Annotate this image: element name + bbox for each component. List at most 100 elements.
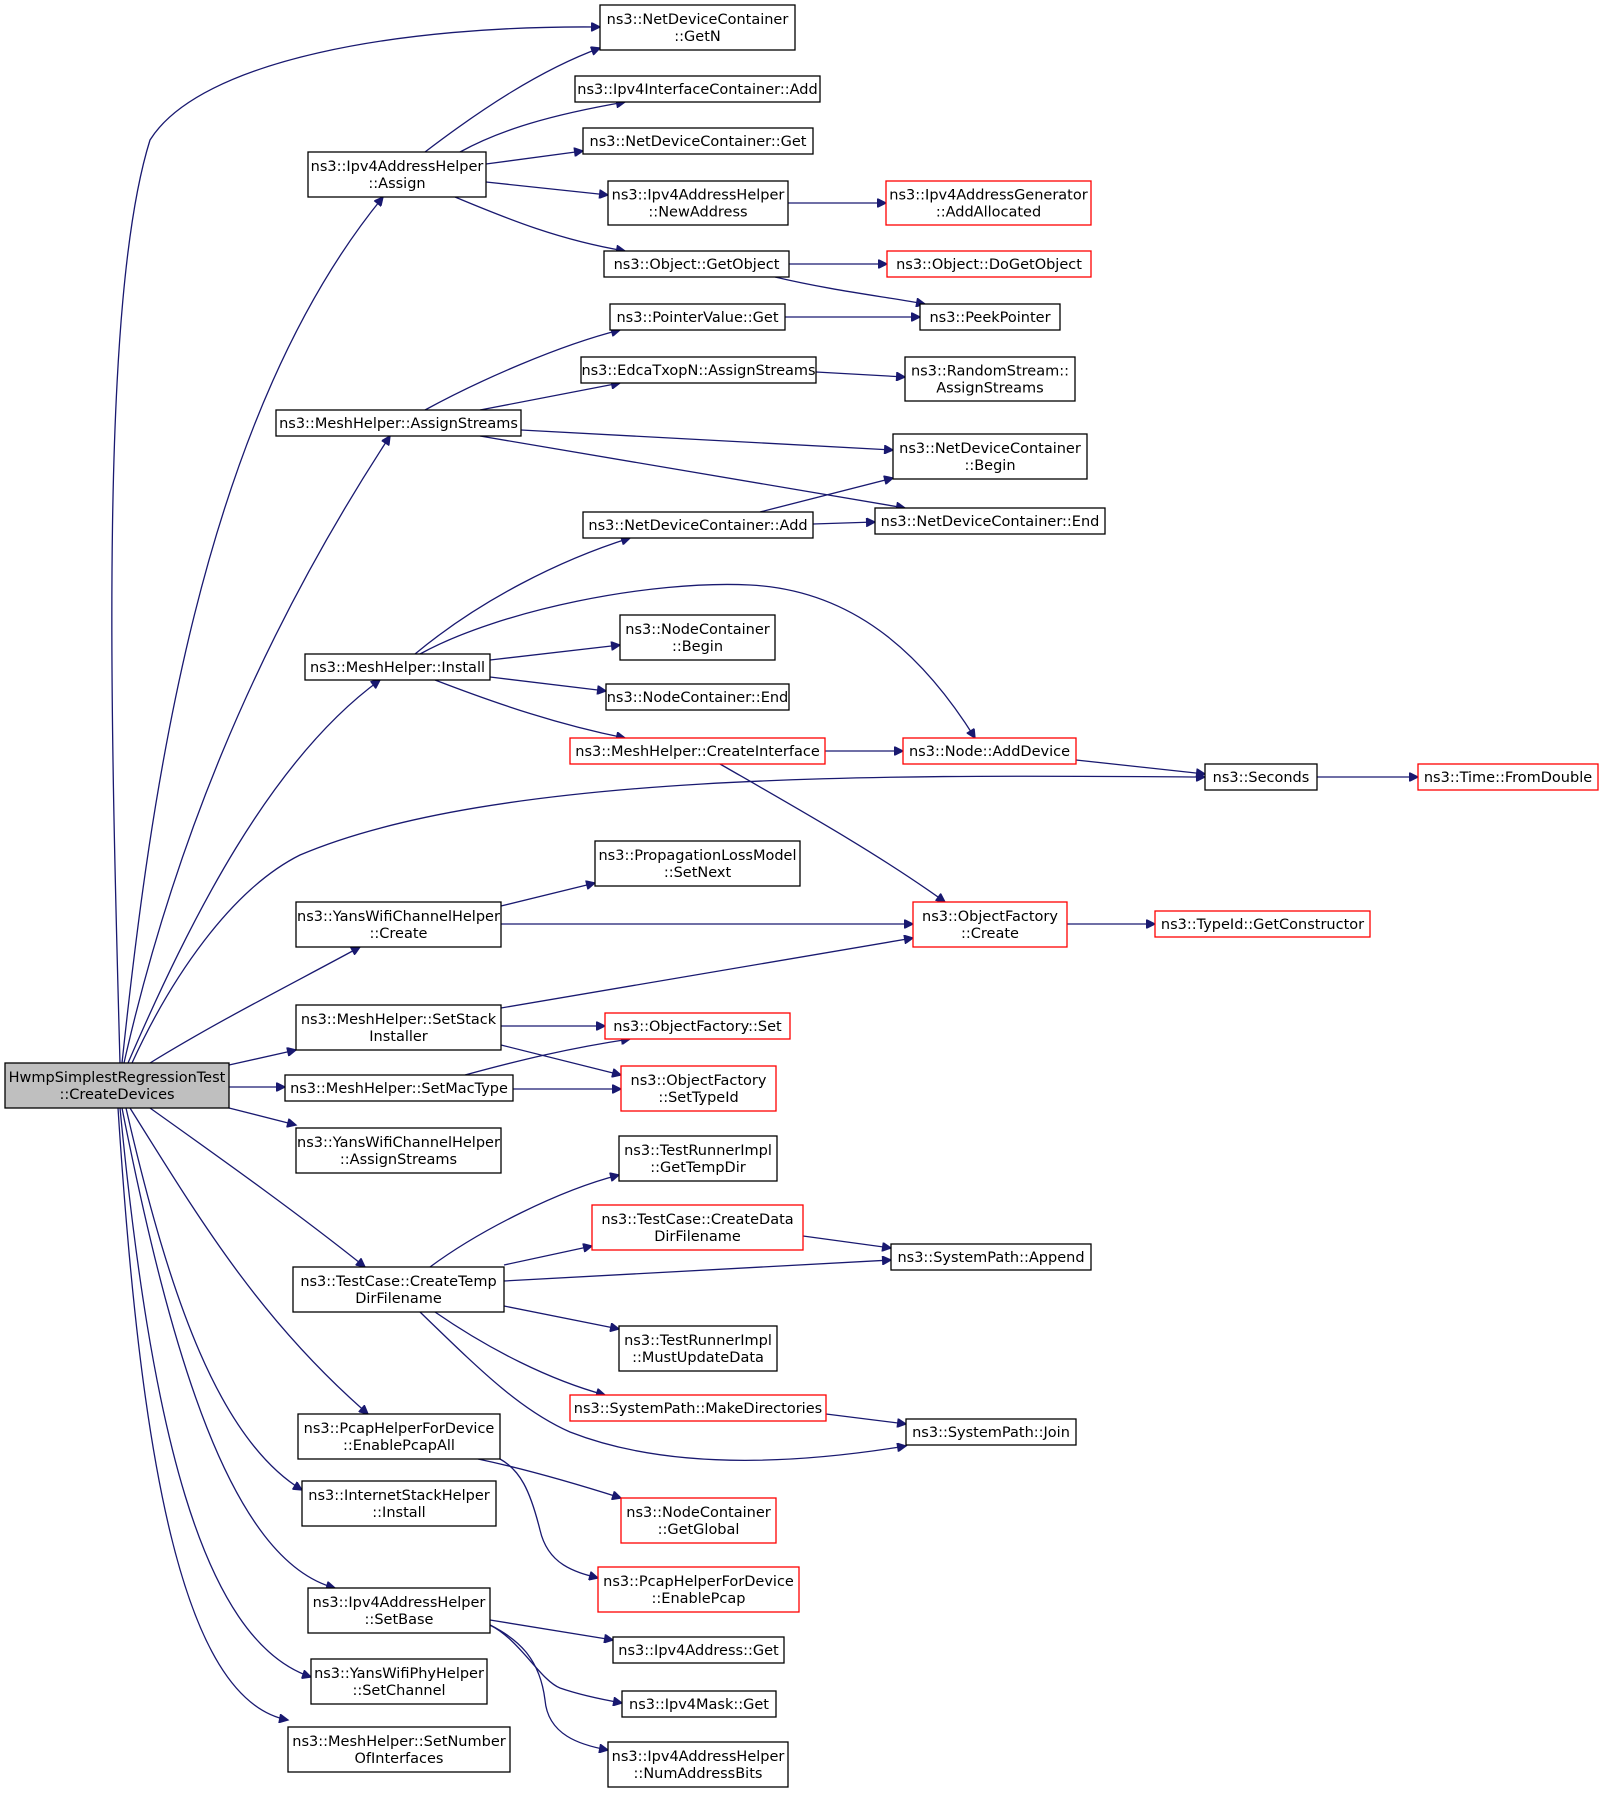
node-label-line: ::SetNext bbox=[664, 865, 732, 881]
node-label-line: ns3::Ipv4InterfaceContainer::Add bbox=[577, 82, 817, 98]
node-nodeAddDevice[interactable]: ns3::Node::AddDevice bbox=[902, 737, 1077, 765]
node-label-line: ns3::Object::GetObject bbox=[614, 257, 780, 273]
node-ipv4IfcAdd[interactable]: ns3::Ipv4InterfaceContainer::Add bbox=[574, 75, 821, 103]
node-label-line: ::MustUpdateData bbox=[632, 1350, 764, 1366]
node-objFactoryCreate[interactable]: ns3::ObjectFactory::Create bbox=[912, 901, 1068, 948]
node-ipv4NumBits[interactable]: ns3::Ipv4AddressHelper::NumAddressBits bbox=[607, 1741, 789, 1788]
node-ndcEnd[interactable]: ns3::NetDeviceContainer::End bbox=[874, 507, 1106, 535]
node-yansPhySetChan[interactable]: ns3::YansWifiPhyHelper::SetChannel bbox=[310, 1658, 488, 1705]
node-box bbox=[620, 1497, 777, 1544]
node-box bbox=[295, 901, 502, 948]
node-box bbox=[1417, 763, 1599, 791]
node-box bbox=[886, 250, 1092, 278]
edge-yansChanCreate-to-propSetNext bbox=[500, 883, 595, 907]
node-box bbox=[905, 1418, 1077, 1446]
node-spMakeDirs[interactable]: ns3::SystemPath::MakeDirectories bbox=[569, 1394, 827, 1422]
node-ptrValueGet[interactable]: ns3::PointerValue::Get bbox=[609, 303, 786, 331]
node-ipv4AssignAssign[interactable]: ns3::Ipv4AddressHelper::Assign bbox=[307, 151, 487, 198]
node-yansChanCreate[interactable]: ns3::YansWifiChannelHelper::Create bbox=[295, 901, 502, 948]
node-nodeContBegin[interactable]: ns3::NodeContainer::Begin bbox=[619, 614, 776, 661]
node-box bbox=[904, 356, 1076, 402]
edge-pcapEnableAll-to-nodeContGetGlobal bbox=[477, 1458, 621, 1498]
node-timeFromDouble[interactable]: ns3::Time::FromDouble bbox=[1417, 763, 1599, 791]
node-box bbox=[919, 303, 1061, 331]
node-spJoin[interactable]: ns3::SystemPath::Join bbox=[905, 1418, 1077, 1446]
node-label-line: ::SetChannel bbox=[352, 1683, 445, 1699]
nodes: HwmpSimplestRegressionTest::CreateDevice… bbox=[4, 4, 1599, 1788]
node-ndcAdd[interactable]: ns3::NetDeviceContainer::Add bbox=[582, 511, 814, 539]
node-randomStreamAssign[interactable]: ns3::RandomStream::AssignStreams bbox=[904, 356, 1076, 402]
node-meshAssignStreams[interactable]: ns3::MeshHelper::AssignStreams bbox=[275, 409, 522, 437]
node-box bbox=[574, 75, 821, 103]
node-trMustUpdate[interactable]: ns3::TestRunnerImpl::MustUpdateData bbox=[618, 1325, 778, 1372]
node-box bbox=[912, 901, 1068, 948]
edge-meshAssignStreams-to-ptrValueGet bbox=[424, 330, 620, 411]
edge-root-to-inetInstall bbox=[125, 1107, 302, 1490]
node-meshInstall[interactable]: ns3::MeshHelper::Install bbox=[304, 653, 491, 681]
node-label-line: ns3::TestCase::CreateTemp bbox=[300, 1274, 496, 1290]
edge-tcCreateTempDir-to-tcCreateDataDir bbox=[503, 1246, 592, 1266]
node-root[interactable]: HwmpSimplestRegressionTest::CreateDevice… bbox=[4, 1062, 230, 1109]
node-label-line: DirFilename bbox=[355, 1291, 442, 1307]
node-box bbox=[292, 1266, 505, 1313]
node-label-line: ns3::YansWifiPhyHelper bbox=[314, 1666, 484, 1682]
node-label-line: ::CreateDevices bbox=[59, 1087, 174, 1103]
node-label-line: ns3::MeshHelper::AssignStreams bbox=[279, 416, 518, 432]
node-ipv4NewAddress[interactable]: ns3::Ipv4AddressHelper::NewAddress bbox=[607, 180, 789, 226]
node-typeIdGetCtor[interactable]: ns3::TypeId::GetConstructor bbox=[1154, 910, 1371, 938]
edge-root-to-meshAssignStreams bbox=[123, 436, 390, 1064]
node-inetInstall[interactable]: ns3::InternetStackHelper::Install bbox=[301, 1480, 497, 1527]
edge-root-to-yansPhySetChan bbox=[119, 1107, 311, 1677]
node-ipv4GenAddAllocated[interactable]: ns3::Ipv4AddressGenerator::AddAllocated bbox=[885, 180, 1092, 226]
node-objFactorySet[interactable]: ns3::ObjectFactory::Set bbox=[604, 1012, 791, 1040]
node-propSetNext[interactable]: ns3::PropagationLossModel::SetNext bbox=[594, 840, 801, 887]
node-label-line: ns3::Time::FromDouble bbox=[1424, 770, 1592, 786]
node-trGetTempDir[interactable]: ns3::TestRunnerImpl::GetTempDir bbox=[618, 1135, 778, 1182]
node-box bbox=[618, 1325, 778, 1372]
node-spAppend[interactable]: ns3::SystemPath::Append bbox=[890, 1243, 1092, 1271]
node-ipv4MaskGet[interactable]: ns3::Ipv4Mask::Get bbox=[621, 1690, 777, 1718]
node-box bbox=[885, 180, 1092, 226]
node-label-line: ns3::NodeContainer bbox=[626, 1505, 770, 1521]
node-objGetObject[interactable]: ns3::Object::GetObject bbox=[603, 250, 790, 278]
node-box bbox=[569, 1394, 827, 1422]
node-yansChanAssign[interactable]: ns3::YansWifiChannelHelper::AssignStream… bbox=[295, 1127, 502, 1174]
node-label-line: ns3::PcapHelperForDevice bbox=[304, 1421, 495, 1437]
node-box bbox=[295, 1004, 502, 1051]
node-ndcBegin[interactable]: ns3::NetDeviceContainer::Begin bbox=[892, 433, 1088, 480]
node-objFactorySetTypeId[interactable]: ns3::ObjectFactory::SetTypeId bbox=[620, 1065, 777, 1112]
node-seconds[interactable]: ns3::Seconds bbox=[1204, 763, 1318, 791]
node-label-line: HwmpSimplestRegressionTest bbox=[9, 1070, 226, 1086]
node-ndcGet[interactable]: ns3::NetDeviceContainer::Get bbox=[582, 127, 814, 155]
node-peekPointer[interactable]: ns3::PeekPointer bbox=[919, 303, 1061, 331]
node-box bbox=[295, 1127, 502, 1174]
node-label-line: ns3::Ipv4AddressHelper bbox=[311, 159, 484, 175]
node-pcapEnable[interactable]: ns3::PcapHelperForDevice::EnablePcap bbox=[597, 1566, 800, 1613]
node-ipv4AddrGet[interactable]: ns3::Ipv4Address::Get bbox=[612, 1636, 785, 1664]
node-pcapEnableAll[interactable]: ns3::PcapHelperForDevice::EnablePcapAll bbox=[297, 1413, 501, 1460]
node-nodeContGetGlobal[interactable]: ns3::NodeContainer::GetGlobal bbox=[620, 1497, 777, 1544]
node-box bbox=[874, 507, 1106, 535]
edge-nodeAddDevice-to-seconds bbox=[1075, 759, 1205, 774]
node-objDoGetObject[interactable]: ns3::Object::DoGetObject bbox=[886, 250, 1092, 278]
node-label-line: ::EnablePcapAll bbox=[343, 1438, 455, 1454]
node-edcaAssignStreams[interactable]: ns3::EdcaTxopN::AssignStreams bbox=[580, 356, 817, 384]
node-ipv4SetBase[interactable]: ns3::Ipv4AddressHelper::SetBase bbox=[307, 1587, 491, 1634]
node-label-line: ns3::RandomStream:: bbox=[911, 364, 1069, 380]
node-box bbox=[1204, 763, 1318, 791]
node-label-line: ns3::NodeContainer::End bbox=[607, 690, 789, 706]
node-meshSetMacType[interactable]: ns3::MeshHelper::SetMacType bbox=[284, 1074, 514, 1102]
node-nodeContEnd[interactable]: ns3::NodeContainer::End bbox=[605, 683, 790, 711]
node-label-line: ns3::NetDeviceContainer bbox=[899, 441, 1081, 457]
node-meshCreateIface[interactable]: ns3::MeshHelper::CreateInterface bbox=[569, 737, 826, 765]
node-box bbox=[307, 1587, 491, 1634]
node-label-line: ns3::EdcaTxopN::AssignStreams bbox=[581, 363, 815, 379]
node-label-line: ns3::TestRunnerImpl bbox=[624, 1143, 772, 1159]
node-ndcGetN[interactable]: ns3::NetDeviceContainer::GetN bbox=[599, 4, 796, 51]
node-label-line: ns3::PropagationLossModel bbox=[598, 848, 796, 864]
